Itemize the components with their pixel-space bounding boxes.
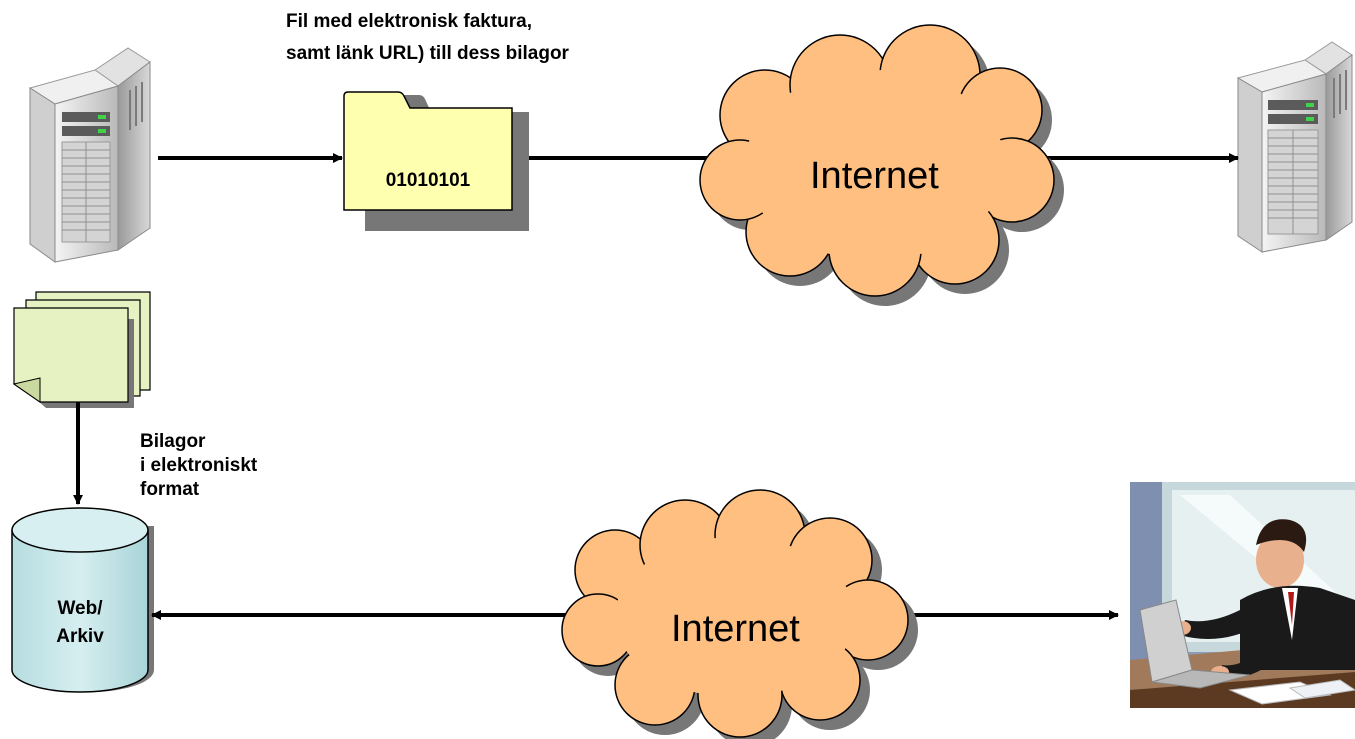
attachments-caption-line-3: format [140,479,200,500]
server-right-icon [1236,41,1353,253]
folder-icon [343,91,529,231]
internet-cloud-bottom-label: Internet [671,608,800,650]
archive-database-icon [11,507,154,693]
attachments-caption: Bilagor i elektroniskt format [140,430,257,502]
user-at-laptop-image [1130,482,1355,708]
attachments-pages-icon [12,291,151,408]
server-left-icon [28,47,151,263]
archive-label: Web/ Arkiv [12,595,148,651]
archive-label-line-1: Web/ [57,598,103,619]
attachments-caption-line-1: Bilagor [140,431,206,452]
internet-cloud-top-icon [699,24,1064,306]
internet-cloud-bottom-icon [561,489,918,739]
file-caption-line-2: samt länk URL) till dess bilagor [286,43,569,64]
file-binary-content: 01010101 [385,170,471,191]
internet-cloud-top-label: Internet [810,155,939,197]
file-caption-line-1: Fil med elektronisk faktura, [286,11,533,32]
attachments-caption-line-2: i elektroniskt [140,455,258,476]
file-caption: Fil med elektronisk faktura, samt länk U… [286,10,569,66]
archive-label-line-2: Arkiv [56,626,104,647]
